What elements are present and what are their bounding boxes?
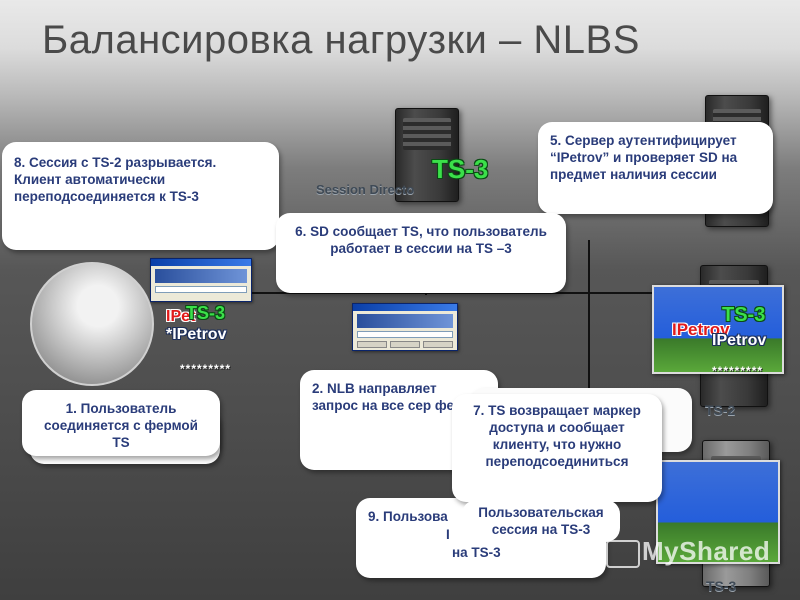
callout-step-9-tail-a: I <box>446 527 450 542</box>
callout-user-session-ts3: Пользовательская сессия на TS-3 <box>462 500 620 542</box>
remote-desktop-dialog <box>352 303 458 351</box>
session-directory-server <box>395 108 459 202</box>
ts2-label: TS-2 <box>705 402 736 418</box>
server-ipetrov-label-b: IPetrov <box>712 332 767 349</box>
session-directory-label: Session Directo <box>316 182 415 197</box>
callout-step-1: 1. Пользователь соединяется с фермой TS <box>22 390 220 456</box>
callout-step-6: 6. SD сообщает TS, что пользователь рабо… <box>276 213 566 293</box>
client-ipetrov-label-a: IPet <box>166 308 196 325</box>
client-ts3-label: TS-3 <box>186 303 226 323</box>
ts3-bottom-label: TS-3 <box>706 578 737 594</box>
user-photo <box>30 262 154 386</box>
client-password-stars: ********* <box>180 362 232 376</box>
server-ts2-desktop <box>652 285 784 374</box>
server-password-stars: ********* <box>712 364 764 378</box>
server-ipetrov-label-a: IPetrov <box>672 320 730 339</box>
watermark-icon <box>606 540 640 568</box>
callout-step-8: 8. Сессия с TS-2 разрывается. Клиент авт… <box>2 142 279 250</box>
callout-step-7: 7. TS возвращает маркер доступа и сообща… <box>452 394 662 502</box>
slide-title: Балансировка нагрузки – NLBS <box>42 18 640 62</box>
watermark-text: MyShared <box>642 536 771 566</box>
client-login-dialog <box>150 258 252 302</box>
server-ts3-desktop <box>656 460 780 564</box>
callout-step-5: 5. Сервер аутентифицирует “IPetrov” и пр… <box>538 122 773 214</box>
callout-step-9-tail-b: на TS-3 <box>452 545 501 560</box>
client-ipetrov-label-b: *IPetrov <box>166 326 227 343</box>
ts3-top-label: TS-3 <box>432 154 489 184</box>
network-line-horizontal <box>170 292 710 294</box>
server-ts3-label: TS-3 <box>722 304 766 326</box>
